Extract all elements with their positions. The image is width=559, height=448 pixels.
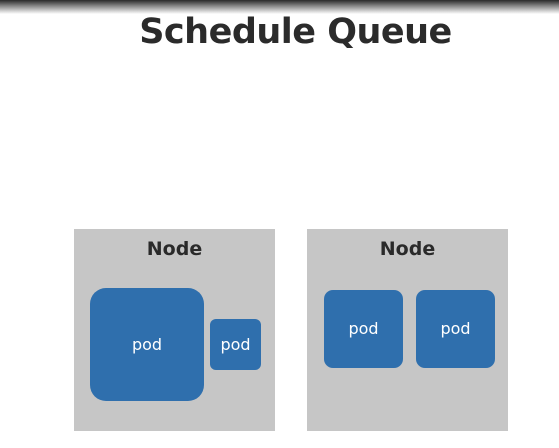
pod-medium-1: pod: [324, 290, 403, 368]
node-box-1: Node pod pod: [74, 229, 275, 431]
node-label-2: Node: [379, 238, 436, 260]
pod-medium-2: pod: [416, 290, 495, 368]
pod-small: pod: [210, 319, 261, 370]
node-label-1: Node: [146, 238, 203, 260]
top-edge-shadow: [0, 0, 559, 14]
pod-large: pod: [90, 288, 204, 401]
node-box-2: Node pod pod: [307, 229, 508, 431]
slide-title: Schedule Queue: [139, 12, 452, 52]
